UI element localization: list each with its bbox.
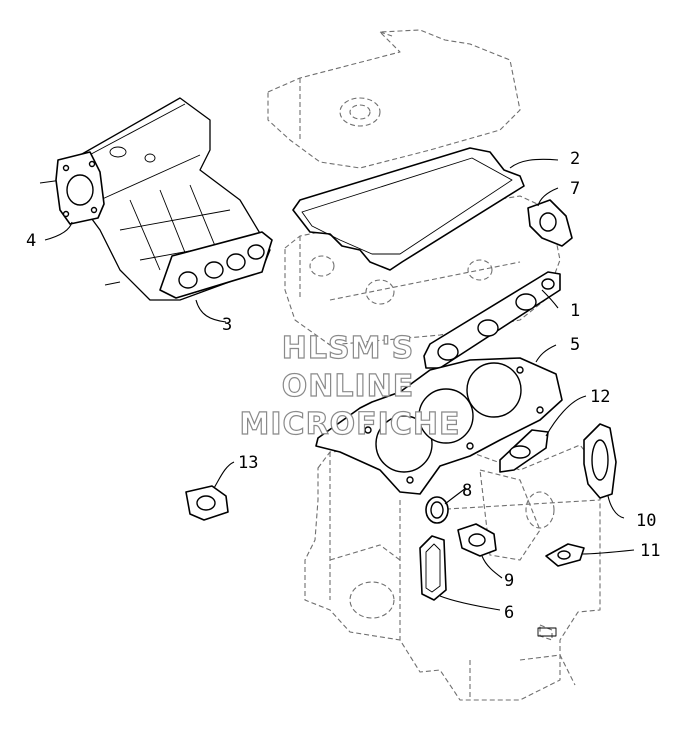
gasket-4[interactable] (55, 151, 105, 225)
callout-9: 9 (504, 571, 514, 591)
o-ring-8[interactable] (425, 496, 449, 524)
engine-block (304, 444, 601, 701)
gasket-1[interactable] (423, 271, 561, 369)
gasket-12[interactable] (499, 429, 549, 473)
gasket-3[interactable] (159, 231, 273, 299)
gasket-6[interactable] (419, 535, 447, 601)
callout-5: 5 (570, 335, 580, 355)
watermark-line-3: MICROFICHE (240, 407, 461, 442)
callout-11: 11 (640, 541, 660, 561)
gasket-2[interactable] (292, 147, 525, 271)
watermark-line-1: HLSM'S (282, 331, 414, 366)
gasket-10[interactable] (583, 423, 617, 499)
callout-4: 4 (26, 231, 36, 251)
callout-1: 1 (570, 301, 580, 321)
watermark-line-2: ONLINE (282, 369, 415, 404)
gasket-11[interactable] (545, 543, 585, 567)
callout-10: 10 (636, 511, 656, 531)
callout-3: 3 (222, 315, 232, 335)
callout-8: 8 (462, 481, 472, 501)
gasket-9[interactable] (457, 523, 497, 557)
leader-lines (44, 158, 635, 611)
watermark: HLSM'S ONLINE MICROFICHE (239, 330, 461, 442)
callout-13: 13 (238, 453, 258, 473)
bolt (537, 627, 557, 637)
valve-cover (267, 29, 521, 169)
callout-2: 2 (570, 149, 580, 169)
callout-6: 6 (504, 603, 514, 623)
callout-7: 7 (570, 179, 580, 199)
callout-labels: 2 7 1 5 12 3 4 13 8 10 11 9 6 (26, 149, 660, 623)
gasket-7[interactable] (527, 199, 573, 247)
gasket-13[interactable] (185, 485, 229, 521)
callout-12: 12 (590, 387, 610, 407)
gasket-5[interactable] (315, 357, 563, 495)
